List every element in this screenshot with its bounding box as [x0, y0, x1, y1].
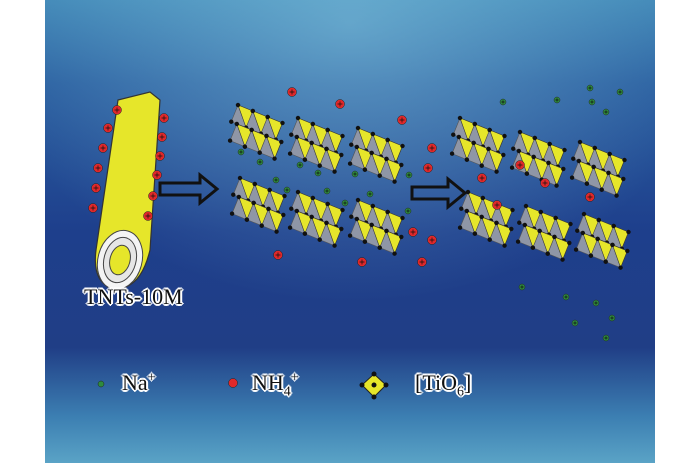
nh4-ion [417, 257, 427, 267]
nh4-ion [540, 178, 550, 188]
titanate-layer-block [347, 197, 405, 256]
legend-nh4-label: NH4+ [252, 370, 299, 400]
nh4-ion [157, 132, 167, 142]
nh4-ion [335, 99, 345, 109]
na-ion [586, 84, 594, 92]
legend-tio6-label: [TiO6] [415, 370, 472, 400]
na-ion [592, 299, 600, 307]
nh4-ion [408, 227, 418, 237]
titanate-layer-block [287, 189, 345, 248]
na-ion [562, 293, 570, 301]
na-ion [518, 283, 526, 291]
nanotube [94, 91, 161, 291]
na-ion [351, 170, 359, 178]
nh4-ion [287, 87, 297, 97]
titanate-layer-block [573, 211, 631, 270]
legend-na-label: Na+ [122, 370, 156, 395]
na-ion [237, 148, 245, 156]
na-ion [296, 161, 304, 169]
titanate-layer-block [569, 139, 627, 198]
titanate-layer-block [227, 102, 285, 161]
na-ion [553, 96, 561, 104]
nh4-ion [103, 123, 113, 133]
arrows [158, 171, 468, 211]
na-ion [272, 176, 280, 184]
nh4-ion [397, 115, 407, 125]
nh4-ion [427, 235, 437, 245]
na-ion [602, 334, 610, 342]
na-ion [314, 169, 322, 177]
nh4-ion [91, 183, 101, 193]
nh4-ion [515, 160, 525, 170]
na-ion [323, 187, 331, 195]
arrow-1 [158, 171, 220, 207]
nh4-ion [423, 163, 433, 173]
titanate-layer-block [347, 125, 405, 184]
na-ion [256, 158, 264, 166]
legend-nh4-icon [228, 378, 238, 388]
arrow-2 [410, 175, 468, 211]
nh4-ion [477, 173, 487, 183]
na-ion [405, 171, 413, 179]
nh4-ion [273, 250, 283, 260]
nh4-ion [143, 211, 153, 221]
titanate-layer-block [515, 203, 573, 262]
nh4-ion [427, 143, 437, 153]
tube-label: TNTs-10M [84, 284, 183, 309]
nh4-ion [155, 151, 165, 161]
na-ion [499, 98, 507, 106]
legend-tio6-icon [359, 371, 389, 400]
titanate-layer-block [449, 115, 507, 174]
na-ion [616, 88, 624, 96]
nh4-ion [152, 170, 162, 180]
nh4-ion [98, 143, 108, 153]
na-ion [588, 98, 596, 106]
na-ion [608, 314, 616, 322]
nh4-ion [492, 200, 502, 210]
nh4-ion [93, 163, 103, 173]
nh4-ion [148, 191, 158, 201]
na-ion [366, 190, 374, 198]
na-ion [602, 108, 610, 116]
titanate-layer-block [229, 175, 287, 234]
titanate-layer-block [287, 115, 345, 174]
nh4-ion [585, 192, 595, 202]
nh4-ion [112, 105, 122, 115]
na-ion [341, 199, 349, 207]
na-ion [283, 186, 291, 194]
na-ion [404, 207, 412, 215]
nh4-ion [88, 203, 98, 213]
na-ion [571, 319, 579, 327]
nh4-ion [357, 257, 367, 267]
nh4-ion [159, 113, 169, 123]
legend-na-icon [97, 380, 105, 388]
